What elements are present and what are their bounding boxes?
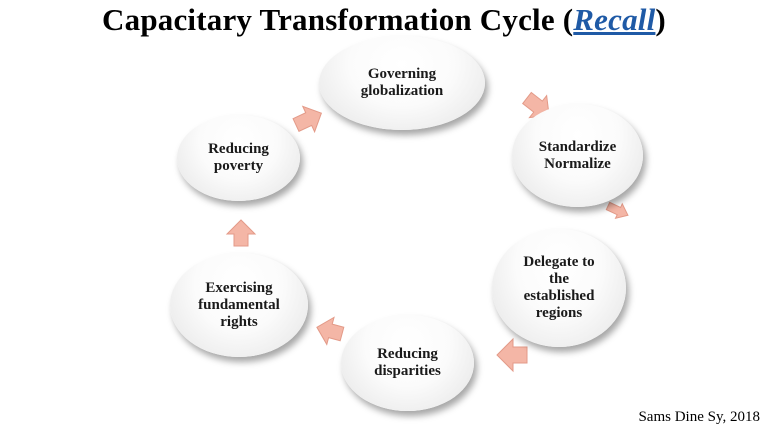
- node-label: Standardize Normalize: [538, 138, 617, 172]
- cycle-arrow: [316, 316, 345, 346]
- node-governing-globalization: Governing globalization: [319, 36, 485, 130]
- source-credit: Sams Dine Sy, 2018: [638, 409, 760, 425]
- node-standardize-normalize: Standardize Normalize: [512, 104, 643, 207]
- cycle-arrow: [225, 219, 257, 247]
- cycle-arrow: [292, 105, 323, 134]
- node-exercising-rights: Exercising fundamental rights: [170, 253, 308, 357]
- node-label: Governing globalization: [360, 66, 444, 99]
- title-end: ): [655, 2, 666, 37]
- node-reducing-poverty: Reducing poverty: [177, 115, 300, 201]
- page-title: Capacitary Transformation Cycle (Recall): [0, 0, 768, 40]
- title-main: Capacitary Transformation Cycle (: [102, 2, 574, 37]
- cycle-arrow: [496, 337, 528, 373]
- node-label: Exercising fundamental rights: [198, 279, 280, 330]
- node-label: Reducing poverty: [208, 141, 269, 174]
- recall-link[interactable]: Recall: [573, 2, 656, 37]
- cycle-arrow: [605, 201, 629, 220]
- node-label: Reducing disparities: [374, 346, 441, 379]
- node-delegate-regions: Delegate to the established regions: [492, 229, 626, 347]
- node-reducing-disparities: Reducing disparities: [341, 315, 474, 411]
- node-label: Delegate to the established regions: [523, 254, 595, 321]
